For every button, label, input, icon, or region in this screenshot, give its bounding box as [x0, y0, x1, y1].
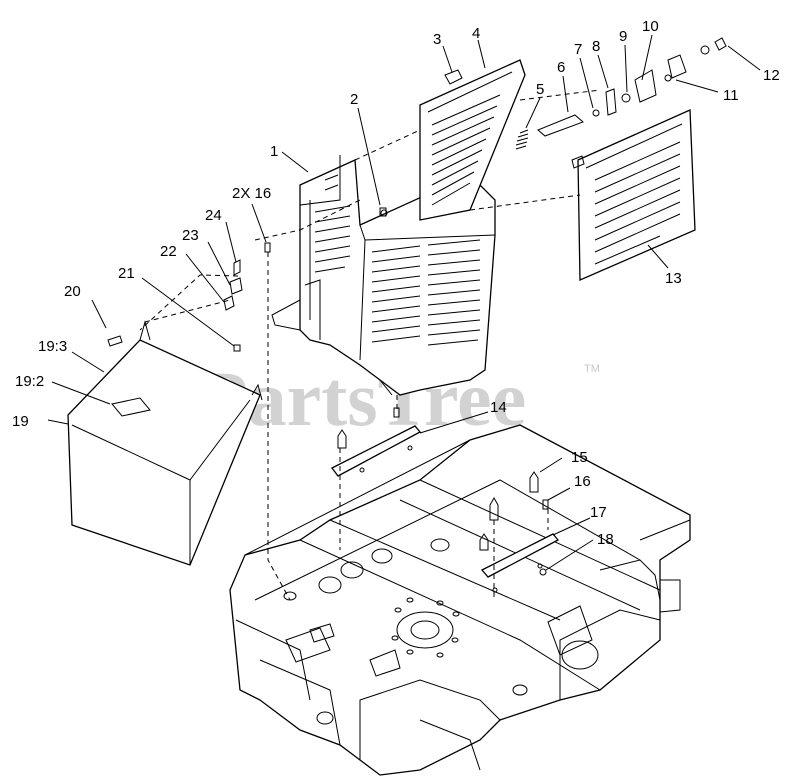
- callout-21: 21: [118, 265, 135, 282]
- upper-grille-panel: [419, 59, 526, 221]
- callout-labels: 3 4 2 1 5 6 7 8 9 10 11 12 13 14 15 16 1…: [12, 18, 780, 548]
- callout-19: 19: [12, 413, 29, 430]
- callout-19-3: 19:3: [38, 338, 67, 355]
- callout-20: 20: [64, 283, 81, 300]
- watermark-trademark: TM: [584, 363, 600, 375]
- callout-6: 6: [557, 59, 565, 76]
- callout-10: 10: [642, 18, 659, 35]
- callout-22: 22: [160, 243, 177, 260]
- callout-4: 4: [472, 25, 480, 42]
- callout-15: 15: [571, 449, 588, 466]
- callout-18: 18: [597, 531, 614, 548]
- leader-lines: [47, 34, 761, 571]
- chassis-frame: [229, 424, 691, 776]
- side-grille-panel: [571, 109, 696, 281]
- callout-2: 2: [350, 91, 358, 108]
- callout-5: 5: [536, 81, 544, 98]
- callout-1: 1: [270, 143, 278, 160]
- callout-24: 24: [205, 207, 222, 224]
- callout-14: 14: [490, 399, 507, 416]
- callout-16: 16: [574, 473, 591, 490]
- callout-19-2: 19:2: [15, 373, 44, 390]
- callout-3: 3: [433, 31, 441, 48]
- callout-23: 23: [182, 227, 199, 244]
- callout-11: 11: [723, 87, 739, 104]
- callout-2x16: 2X 16: [232, 185, 271, 202]
- small-hardware: [107, 37, 727, 593]
- callout-13: 13: [665, 270, 682, 287]
- callout-9: 9: [619, 28, 627, 45]
- front-cover-plate: [67, 320, 263, 566]
- callout-17: 17: [590, 504, 607, 521]
- grille-housing: [271, 155, 496, 396]
- callout-8: 8: [592, 38, 600, 55]
- callout-12: 12: [763, 67, 780, 84]
- callout-7: 7: [574, 41, 582, 58]
